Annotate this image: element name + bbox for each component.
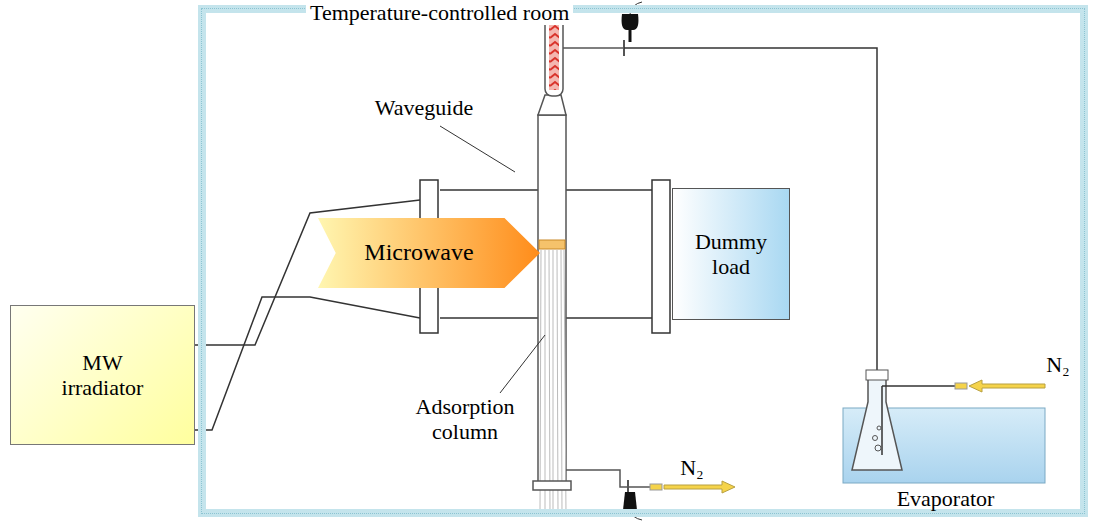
node-text: Temperature-controlled room bbox=[306, 0, 573, 25]
sensor bbox=[623, 492, 637, 510]
flange bbox=[652, 180, 670, 333]
flow-arrow bbox=[969, 380, 1045, 392]
connector bbox=[650, 484, 662, 490]
sample-bed bbox=[539, 240, 565, 249]
node-text: Evaporator bbox=[897, 486, 995, 511]
sensor bbox=[622, 14, 639, 30]
part-label: Waveguide bbox=[375, 95, 473, 120]
room-boundary: Temperature-controlled roomMicrowaveDumm… bbox=[198, 5, 1088, 517]
gas-line bbox=[881, 386, 883, 455]
gas-label: N₂ bbox=[680, 455, 704, 480]
flow-arrow bbox=[664, 481, 735, 493]
fiber-lines bbox=[540, 250, 566, 515]
stopper bbox=[866, 370, 888, 380]
evaporator-bath: Evaporator bbox=[843, 405, 1048, 511]
gas-label: N₂ bbox=[1046, 352, 1070, 377]
leader-line bbox=[500, 335, 545, 393]
node-text: Microwave bbox=[364, 239, 473, 267]
sensor bbox=[629, 30, 632, 42]
gas-line bbox=[882, 385, 955, 387]
column-base bbox=[533, 481, 571, 490]
side-arm bbox=[566, 470, 650, 487]
leader-line bbox=[440, 126, 515, 172]
gas-line bbox=[624, 48, 877, 372]
connector bbox=[955, 383, 967, 389]
node-text: Dummy load bbox=[695, 229, 767, 280]
cable bbox=[195, 297, 420, 430]
node-text: MW irradiator bbox=[62, 350, 144, 401]
dummy-load-box: Dummy load bbox=[672, 188, 790, 320]
side-arm bbox=[563, 47, 624, 49]
part-label: Adsorption column bbox=[416, 394, 515, 445]
microwave-arrow: Microwave bbox=[318, 218, 540, 288]
flask bbox=[852, 376, 902, 470]
irradiator-box: MW irradiator bbox=[10, 305, 195, 445]
tee bbox=[627, 480, 629, 494]
ground-joint bbox=[538, 95, 566, 115]
bubbles bbox=[873, 426, 882, 451]
